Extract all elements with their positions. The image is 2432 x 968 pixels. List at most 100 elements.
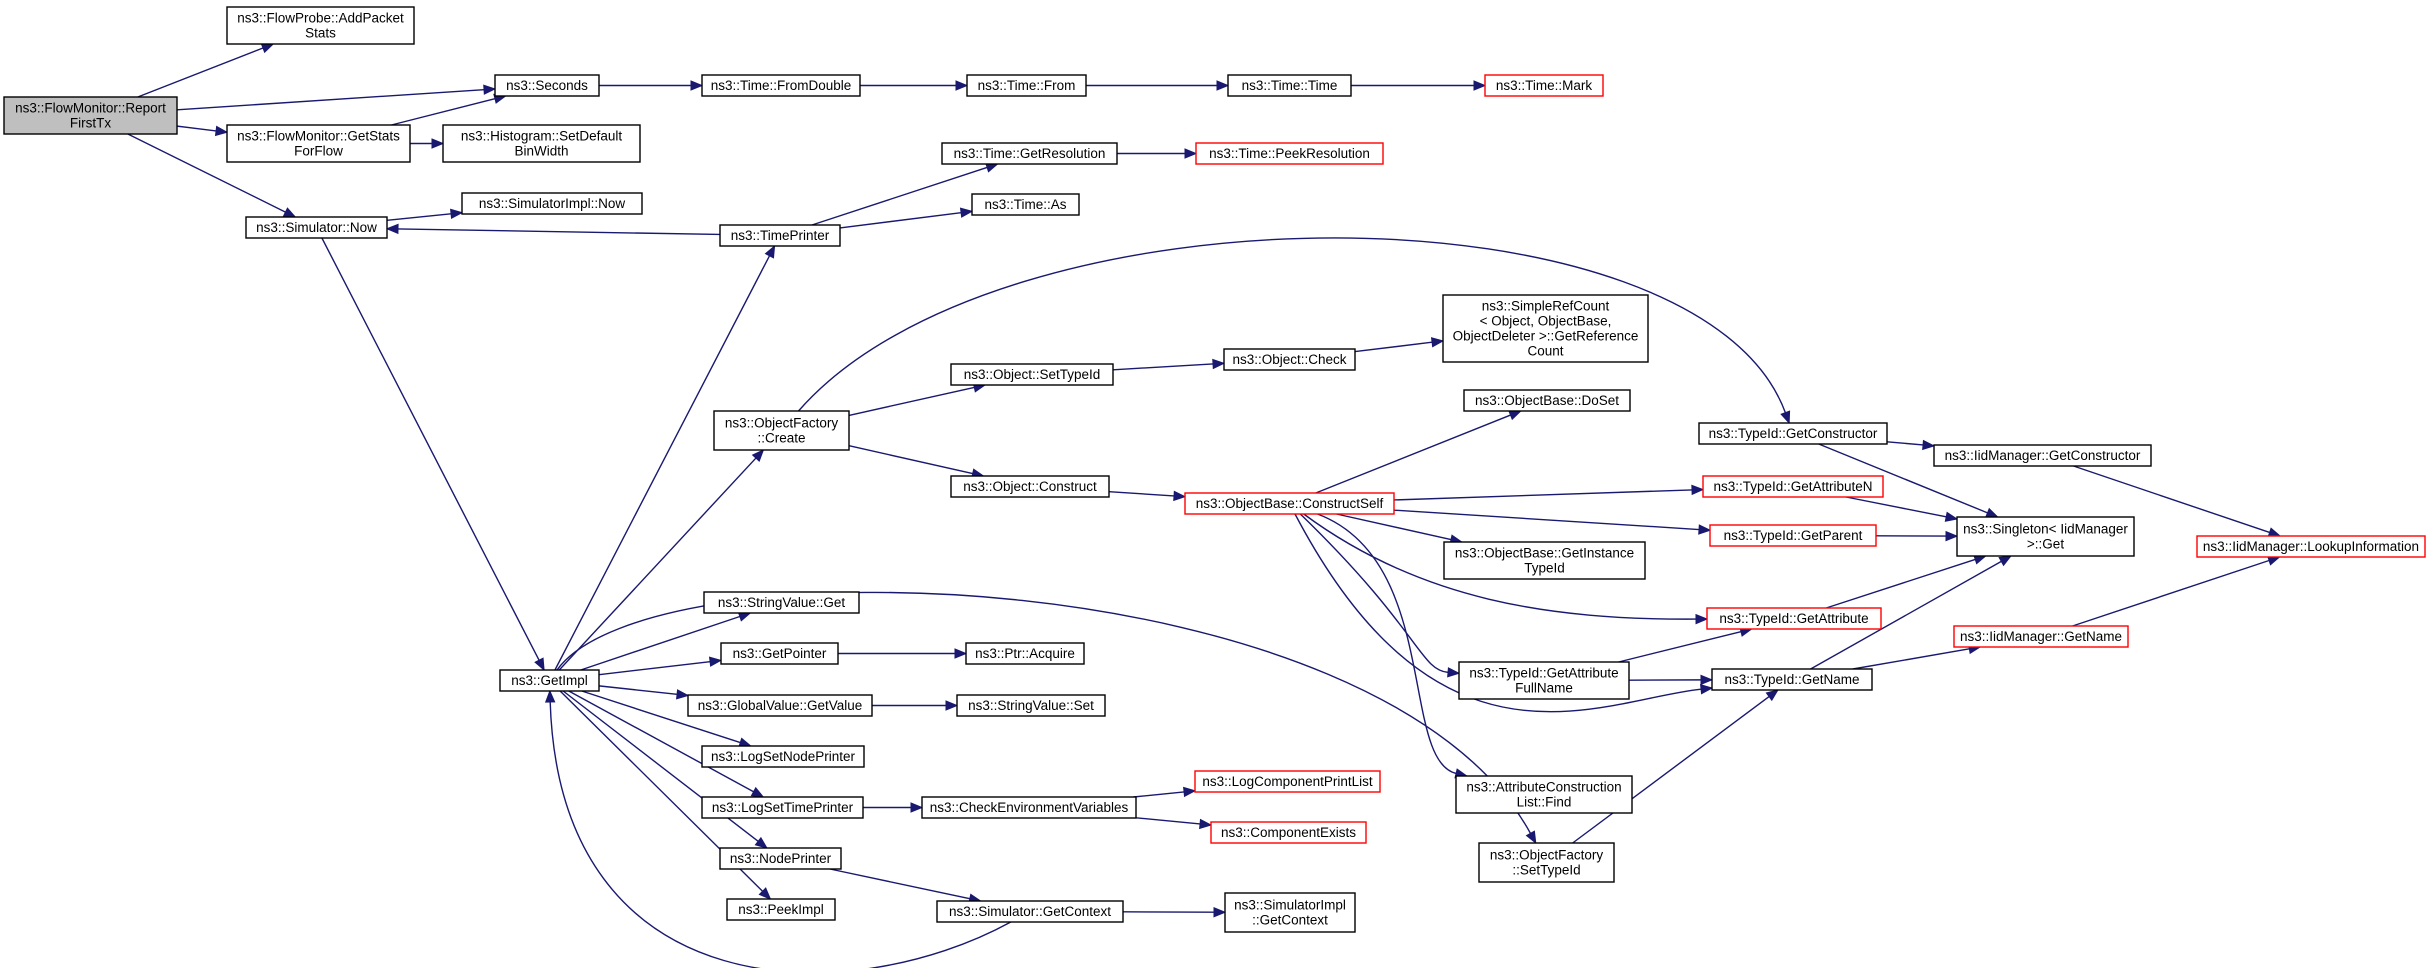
node-box[interactable] (2196, 535, 2426, 558)
node-box[interactable] (971, 193, 1080, 216)
node-peekImpl[interactable]: ns3::PeekImpl (726, 898, 836, 921)
node-seconds[interactable]: ns3::Seconds (494, 74, 600, 97)
node-box[interactable] (1194, 770, 1381, 793)
node-box[interactable] (701, 796, 864, 819)
node-gvGetValue[interactable]: ns3::GlobalValue::GetValue (687, 694, 873, 717)
node-box[interactable] (965, 642, 1085, 665)
node-box[interactable] (245, 216, 388, 239)
node-tidGetParent[interactable]: ns3::TypeId::GetParent (1709, 524, 1877, 547)
node-box[interactable] (1956, 516, 2135, 557)
node-stringValueGet[interactable]: ns3::StringValue::Get (703, 591, 860, 614)
node-box[interactable] (921, 796, 1137, 819)
node-setTypeId[interactable]: ns3::Object::SetTypeId (950, 363, 1114, 386)
node-box[interactable] (442, 124, 641, 163)
node-checkEnvVars[interactable]: ns3::CheckEnvironmentVariables (921, 796, 1137, 819)
node-iidGetConstructor[interactable]: ns3::IidManager::GetConstructor (1933, 444, 2152, 467)
node-tidGetConstructor[interactable]: ns3::TypeId::GetConstructor (1698, 422, 1888, 445)
node-box[interactable] (461, 192, 643, 215)
node-timeAs[interactable]: ns3::Time::As (971, 193, 1080, 216)
node-box[interactable] (719, 224, 841, 247)
node-box[interactable] (726, 898, 836, 921)
node-box[interactable] (1463, 389, 1631, 412)
node-getPointer[interactable]: ns3::GetPointer (720, 642, 839, 665)
node-logComponentPrintList[interactable]: ns3::LogComponentPrintList (1194, 770, 1381, 793)
node-simImplNow[interactable]: ns3::SimulatorImpl::Now (461, 192, 643, 215)
node-from[interactable]: ns3::Time::From (966, 74, 1087, 97)
node-iidGetName[interactable]: ns3::IidManager::GetName (1953, 625, 2129, 648)
node-doSet[interactable]: ns3::ObjectBase::DoSet (1463, 389, 1631, 412)
node-box[interactable] (3, 96, 178, 135)
node-simNow[interactable]: ns3::Simulator::Now (245, 216, 388, 239)
node-box[interactable] (687, 694, 873, 717)
node-box[interactable] (499, 669, 600, 692)
node-box[interactable] (950, 475, 1110, 498)
node-nodePrinter[interactable]: ns3::NodePrinter (719, 847, 842, 870)
node-constructSelf[interactable]: ns3::ObjectBase::ConstructSelf (1184, 492, 1395, 515)
node-box[interactable] (1953, 625, 2129, 648)
node-tidGetAttribute[interactable]: ns3::TypeId::GetAttribute (1706, 607, 1882, 630)
node-box[interactable] (1223, 348, 1356, 371)
node-box[interactable] (1698, 422, 1888, 445)
node-singletonGet[interactable]: ns3::Singleton< IidManager>::Get (1956, 516, 2135, 557)
node-box[interactable] (1224, 892, 1356, 933)
node-simGetContext[interactable]: ns3::Simulator::GetContext (936, 900, 1124, 923)
node-fromDouble[interactable]: ns3::Time::FromDouble (701, 74, 861, 97)
node-box[interactable] (713, 410, 850, 451)
node-stringValueSet[interactable]: ns3::StringValue::Set (956, 694, 1106, 717)
node-box[interactable] (226, 6, 415, 45)
node-logSetNodePrinter[interactable]: ns3::LogSetNodePrinter (701, 745, 865, 768)
node-componentExists[interactable]: ns3::ComponentExists (1210, 821, 1367, 844)
node-box[interactable] (966, 74, 1087, 97)
node-time[interactable]: ns3::Time::Time (1227, 74, 1352, 97)
node-tidGetAttributeN[interactable]: ns3::TypeId::GetAttributeN (1702, 475, 1884, 498)
node-box[interactable] (1442, 294, 1649, 363)
node-peekResolution[interactable]: ns3::Time::PeekResolution (1195, 142, 1384, 165)
node-simpleRefCount[interactable]: ns3::SimpleRefCount< Object, ObjectBase,… (1442, 294, 1649, 363)
node-objectConstruct[interactable]: ns3::Object::Construct (950, 475, 1110, 498)
node-timePrinter[interactable]: ns3::TimePrinter (719, 224, 841, 247)
node-box[interactable] (1195, 142, 1384, 165)
node-box[interactable] (936, 900, 1124, 923)
node-box[interactable] (1484, 74, 1604, 97)
node-box[interactable] (1455, 775, 1633, 814)
node-box[interactable] (1227, 74, 1352, 97)
node-box[interactable] (494, 74, 600, 97)
node-box[interactable] (1711, 668, 1873, 691)
node-box[interactable] (1184, 492, 1395, 515)
node-tidGetName[interactable]: ns3::TypeId::GetName (1711, 668, 1873, 691)
node-getImpl[interactable]: ns3::GetImpl (499, 669, 600, 692)
node-objectCheck[interactable]: ns3::Object::Check (1223, 348, 1356, 371)
node-box[interactable] (720, 642, 839, 665)
node-box[interactable] (701, 745, 865, 768)
node-ofCreate[interactable]: ns3::ObjectFactory::Create (713, 410, 850, 451)
node-box[interactable] (1443, 541, 1646, 580)
node-box[interactable] (703, 591, 860, 614)
node-box[interactable] (1709, 524, 1877, 547)
node-box[interactable] (719, 847, 842, 870)
node-simImplGetContext[interactable]: ns3::SimulatorImpl::GetContext (1224, 892, 1356, 933)
node-ptrAcquire[interactable]: ns3::Ptr::Acquire (965, 642, 1085, 665)
node-box[interactable] (1210, 821, 1367, 844)
node-box[interactable] (1478, 842, 1615, 883)
node-mark[interactable]: ns3::Time::Mark (1484, 74, 1604, 97)
node-box[interactable] (1933, 444, 2152, 467)
node-box[interactable] (1706, 607, 1882, 630)
node-box[interactable] (226, 124, 411, 163)
node-box[interactable] (1702, 475, 1884, 498)
node-logSetTimePrinter[interactable]: ns3::LogSetTimePrinter (701, 796, 864, 819)
node-box[interactable] (956, 694, 1106, 717)
node-box[interactable] (701, 74, 861, 97)
node-getResolution[interactable]: ns3::Time::GetResolution (941, 142, 1118, 165)
node-ofSetTypeId[interactable]: ns3::ObjectFactory::SetTypeId (1478, 842, 1615, 883)
node-box[interactable] (941, 142, 1118, 165)
node-lookupInformation[interactable]: ns3::IidManager::LookupInformation (2196, 535, 2426, 558)
node-box[interactable] (1458, 661, 1630, 700)
node-box[interactable] (950, 363, 1114, 386)
